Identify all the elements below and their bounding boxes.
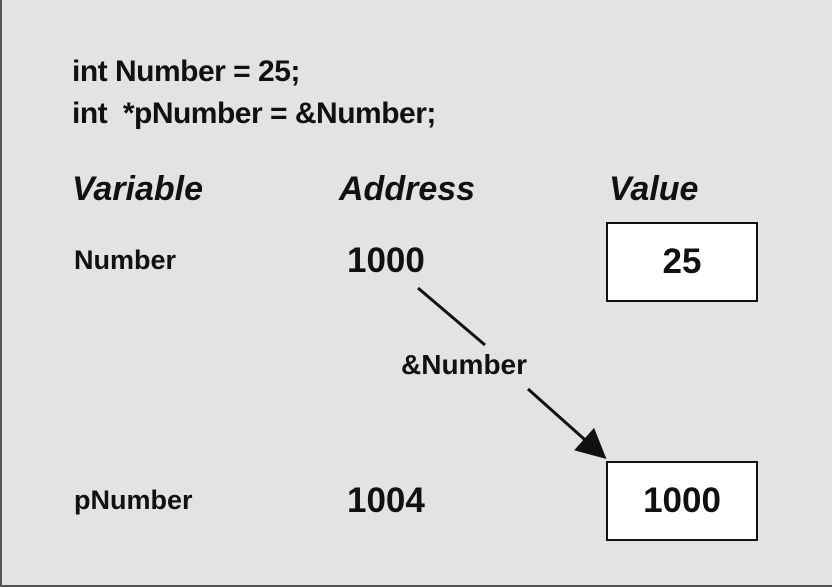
row-number-address: 1000 xyxy=(347,241,425,280)
row-pnumber-address: 1004 xyxy=(347,481,425,520)
arrow-label: &Number xyxy=(401,349,528,380)
value-box-pnumber: 1000 xyxy=(606,461,758,541)
row-pnumber-value: 1000 xyxy=(643,481,721,520)
arrow-segment-top xyxy=(417,286,486,347)
header-value: Value xyxy=(609,170,699,208)
row-number-value: 25 xyxy=(662,242,702,281)
row-pnumber-variable: pNumber xyxy=(74,485,193,515)
code-line-1: int Number = 25; xyxy=(72,55,300,88)
header-variable: Variable xyxy=(72,170,204,208)
code-line-2: int *pNumber = &Number; xyxy=(72,97,436,130)
value-box-number: 25 xyxy=(606,222,758,302)
reference-arrow xyxy=(527,387,607,459)
header-address: Address xyxy=(339,170,476,208)
row-number-variable: Number xyxy=(74,245,177,275)
